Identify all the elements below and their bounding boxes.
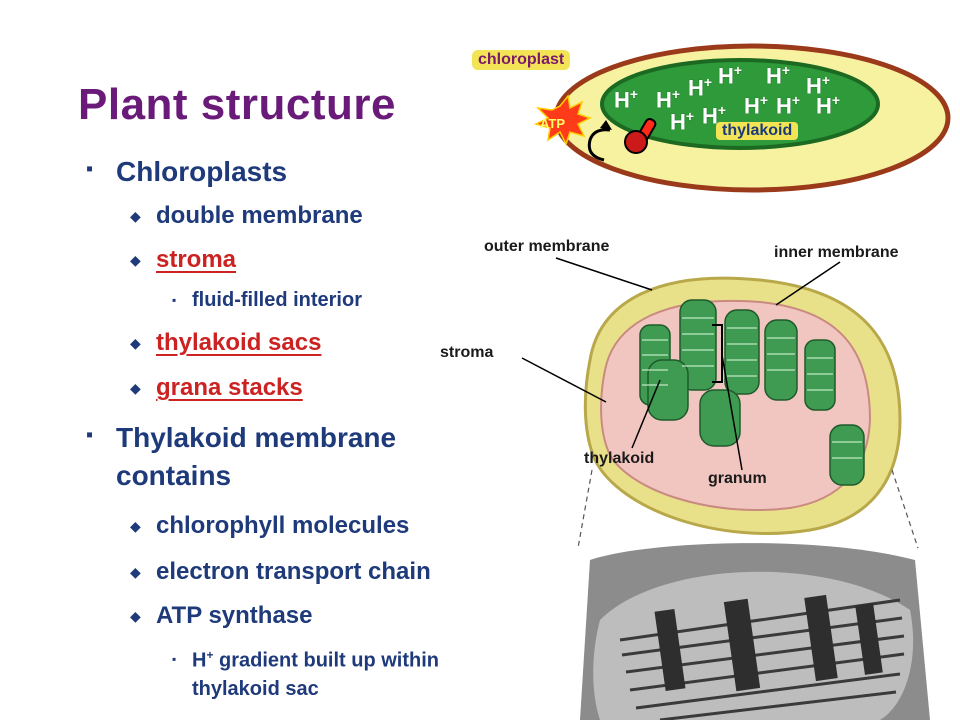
atp-arrow [587,128,611,162]
stroma-leader [521,357,607,403]
h-ion: H+ [614,86,639,113]
outer-membrane-leader [555,257,653,291]
stroma-label: stroma [440,344,494,361]
diamond-bullet-icon: ◆ [130,208,141,224]
diamond-bullet-icon: ◆ [130,252,141,268]
bullet-etc: ◆ electron transport chain [130,558,431,585]
granum-bracket [712,324,723,383]
atp-label: ATP [540,116,566,131]
projection-line-left [577,469,593,549]
h-ion: H+ [816,92,841,119]
granum-stack [679,299,717,391]
diamond-bullet-icon: ◆ [130,564,141,580]
bullet-thylakoid-sacs[interactable]: ◆ thylakoid sacs [130,329,322,357]
bullet-fluid-filled: ▪ fluid-filled interior [172,289,362,311]
granum-stack [829,424,865,486]
bullet-chlorophyll: ◆ chlorophyll molecules [130,512,410,539]
outer-membrane-label: outer membrane [484,238,610,255]
granum-stack [699,389,741,447]
thylakoid-label: thylakoid [584,450,655,467]
bullet-thylakoid-sac: thylakoid sac [192,678,319,700]
atp-starburst-icon [533,94,592,146]
inner-membrane-label: inner membrane [774,244,899,261]
bullet-h-gradient: ▪ H+ gradient built up within [172,648,439,672]
diamond-bullet-icon: ◆ [130,518,141,534]
grana-stacks-link[interactable]: grana stacks [156,374,303,401]
diamond-bullet-icon: ◆ [130,380,141,396]
granum-leader [721,354,743,471]
bullet-stroma[interactable]: ◆ stroma [130,246,237,274]
slide-title: Plant structure [78,80,397,129]
arrowhead-icon [600,120,612,130]
h-ion: H+ [766,62,791,89]
h-ion: H+ [702,102,727,129]
thylakoid-leader [631,379,661,449]
h-ion: H+ [670,108,695,135]
bullet-list: ▪ Chloroplasts ◆ double membrane ◆ strom… [86,156,439,700]
thylakoid-ellipse [600,58,880,150]
diamond-bullet-icon: ◆ [130,335,141,351]
h-ion: H+ [718,62,743,89]
thylakoid-inset-label: thylakoid [716,122,799,140]
bullet-chloroplasts: ▪ Chloroplasts [86,156,288,187]
h-ion: H+ [776,92,801,119]
diamond-bullet-icon: ◆ [130,608,141,624]
granum-stack [804,339,836,411]
bullet-contains: contains [116,460,232,491]
atp-synthase-head [624,130,648,154]
bullet-grana-stacks[interactable]: ◆ grana stacks [130,374,303,402]
h-ion: H+ [744,92,769,119]
small-square-bullet-icon: ▪ [172,652,177,666]
thylakoid-sacs-link[interactable]: thylakoid sacs [156,329,322,356]
projection-line-right [891,469,919,549]
h-ion: H+ [806,72,831,99]
bullet-double-membrane: ◆ double membrane [130,202,363,229]
inner-membrane-leader [775,261,841,306]
stroma-link[interactable]: stroma [156,246,237,273]
granum-stack [724,309,760,395]
granum-stack [764,319,798,401]
chloroplast-label: chloroplast [472,50,571,70]
h-ion: H+ [656,86,681,113]
square-bullet-icon: ▪ [86,424,94,446]
bullet-atp-synthase: ◆ ATP synthase [130,602,313,629]
h-ion: H+ [688,74,713,101]
granum-stack [647,359,689,421]
granum-label: granum [708,470,767,487]
square-bullet-icon: ▪ [86,158,94,180]
chloroplast-illustration [521,257,902,535]
small-square-bullet-icon: ▪ [172,293,177,307]
bullet-thylakoid-membrane: ▪ Thylakoid membrane [86,422,397,453]
electron-micrograph [580,543,930,720]
